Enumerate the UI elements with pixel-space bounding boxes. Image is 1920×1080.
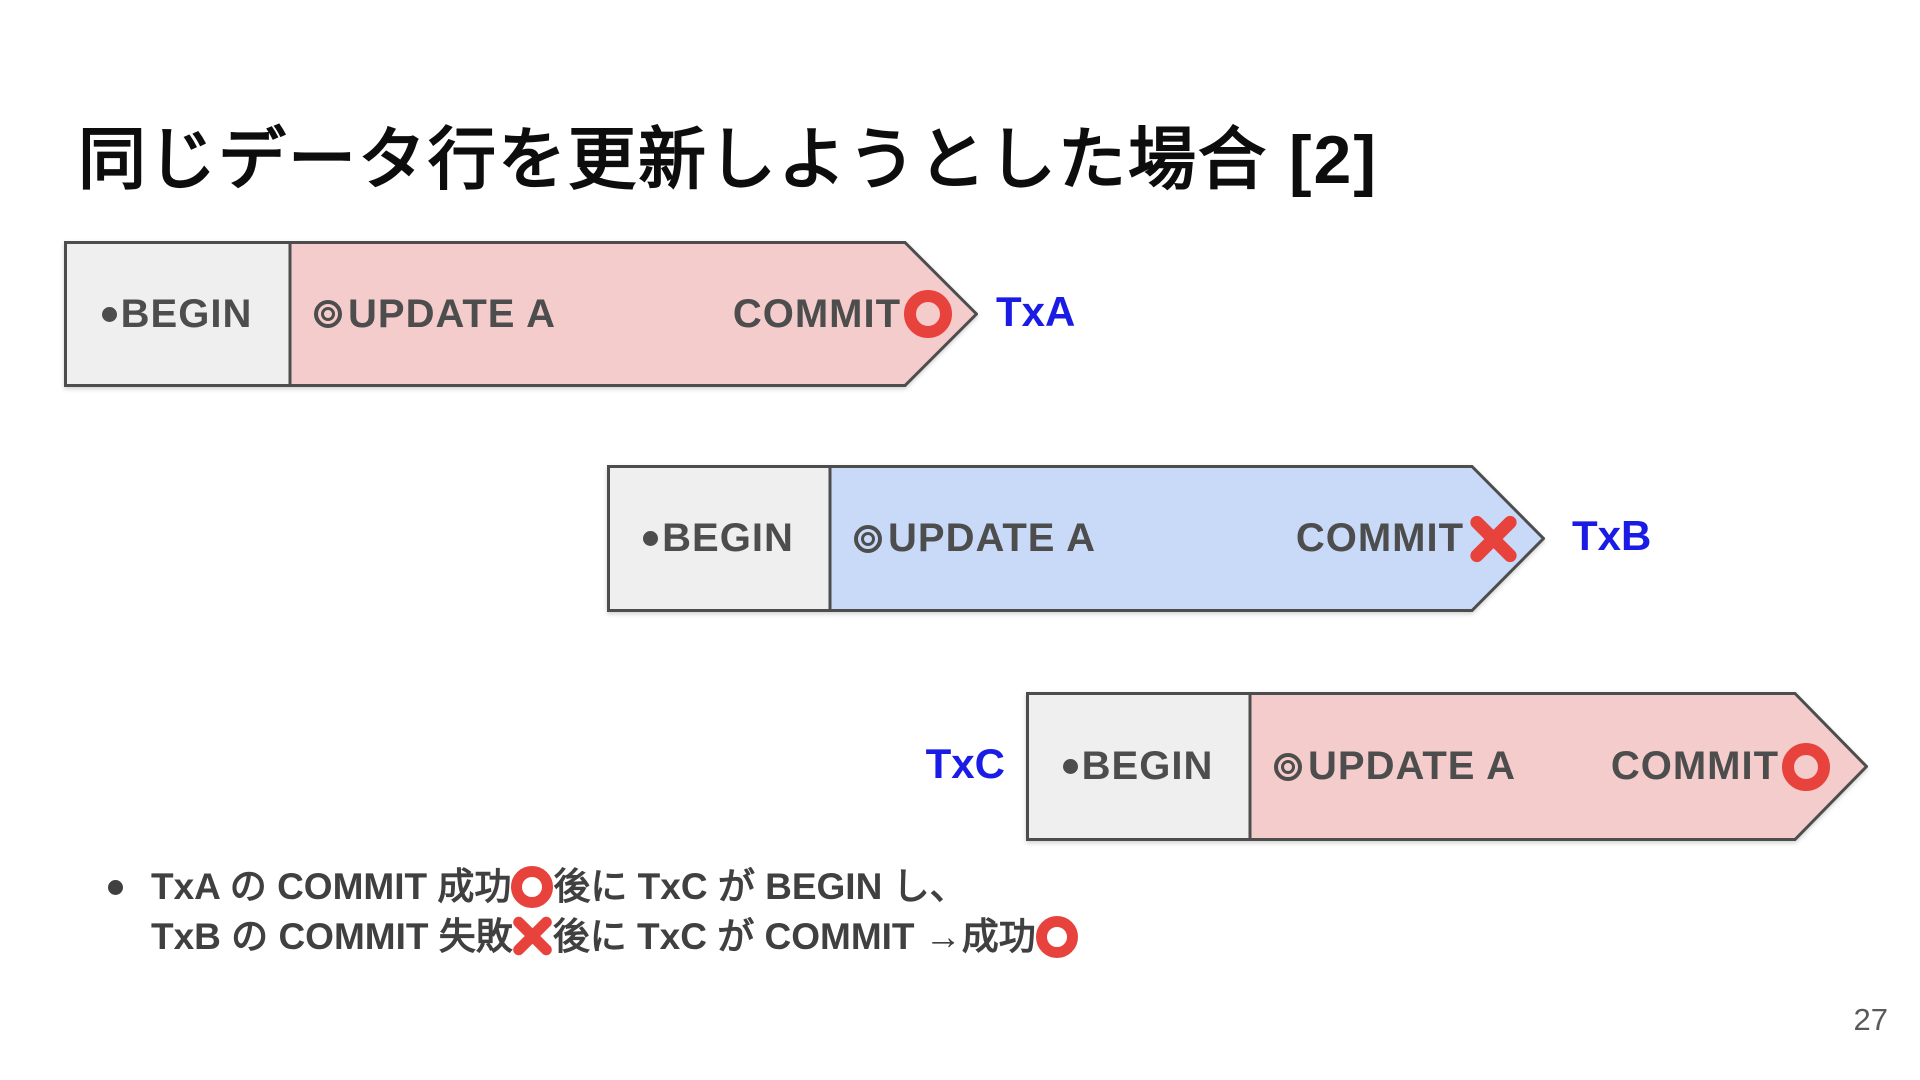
transaction-label-txb: TxB (1572, 512, 1652, 559)
success-circle-icon (1782, 742, 1830, 791)
success-circle-icon (511, 866, 554, 908)
update-label: UPDATE A (888, 516, 1096, 560)
bullet-dot-icon (108, 880, 123, 895)
begin-label: BEGIN (120, 291, 253, 336)
arrow-body: UPDATE A COMMIT (830, 465, 1545, 612)
slide-title: 同じデータ行を更新しようとした場合 [2] (78, 122, 1379, 198)
commit-label: COMMIT (1295, 516, 1464, 560)
arrow-shape-txc (1026, 692, 1868, 841)
arrow-body: UPDATE A COMMIT (290, 241, 978, 387)
begin-box: BEGIN (64, 241, 290, 387)
success-circle-icon (1035, 916, 1078, 958)
success-circle-icon (904, 290, 952, 338)
bullet-line2-mid: 後に TxC が COMMIT →成功 (552, 916, 1036, 957)
bullet-text: TxA の COMMIT 成功後に TxC が BEGIN し、 TxB の C… (151, 862, 1078, 962)
bullet-line1-post: 後に TxC が BEGIN し、 (553, 866, 967, 907)
commit-label: COMMIT (1610, 744, 1779, 788)
transaction-arrow-txa: BEGIN UPDATE A COMMIT (64, 241, 978, 387)
page-number: 27 (1853, 1002, 1888, 1037)
begin-dot-icon (1062, 759, 1078, 774)
arrow-body: UPDATE A COMMIT (1250, 692, 1868, 841)
begin-dot-icon (643, 531, 659, 546)
bullet-list: TxA の COMMIT 成功後に TxC が BEGIN し、 TxB の C… (108, 862, 1078, 962)
transaction-label-txc: TxC (925, 740, 1005, 787)
begin-label: BEGIN (1081, 744, 1214, 788)
update-bullseye-icon (1274, 752, 1302, 781)
bullet-line2-pre: TxB の COMMIT 失敗 (151, 916, 513, 957)
transaction-arrow-txc: BEGIN UPDATE A COMMIT (1026, 692, 1868, 841)
bullet-line-1: TxA の COMMIT 成功後に TxC が BEGIN し、 (151, 862, 1078, 912)
begin-dot-icon (101, 306, 117, 322)
transaction-arrow-txb: BEGIN UPDATE A COMMIT (607, 465, 1545, 612)
begin-label: BEGIN (662, 516, 794, 560)
update-label: UPDATE A (348, 291, 556, 336)
update-label: UPDATE A (1308, 744, 1516, 788)
transaction-label-txa: TxA (996, 288, 1076, 335)
update-bullseye-icon (854, 524, 882, 553)
begin-box: BEGIN (1026, 692, 1250, 841)
bullet-line-2: TxB の COMMIT 失敗後に TxC が COMMIT →成功 (151, 912, 1078, 962)
commit-label: COMMIT (732, 291, 901, 336)
begin-box: BEGIN (607, 465, 830, 612)
failure-cross-icon (513, 914, 553, 958)
bullet-line1-pre: TxA の COMMIT 成功 (151, 866, 512, 907)
update-bullseye-icon (314, 300, 342, 328)
failure-cross-icon (1467, 513, 1519, 565)
